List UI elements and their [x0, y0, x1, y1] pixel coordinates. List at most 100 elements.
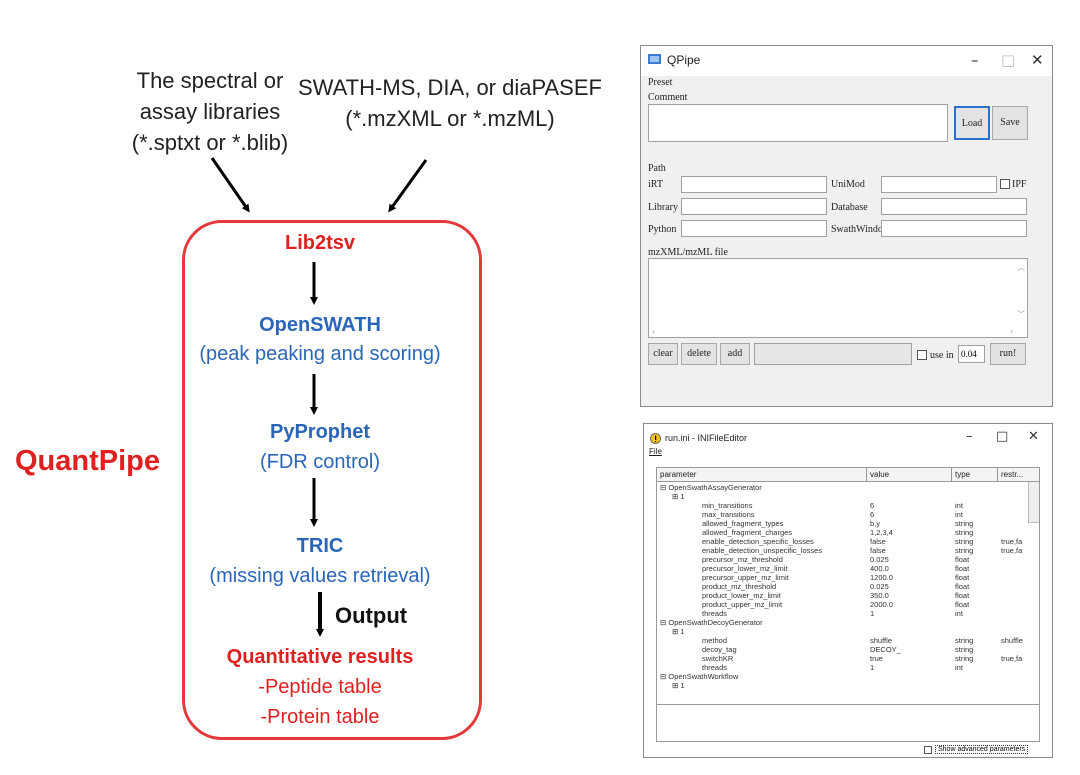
delete-button[interactable]: delete	[681, 343, 717, 365]
input-libraries-text: The spectral or assay libraries (*.sptxt…	[95, 65, 325, 158]
description-panel	[656, 704, 1040, 742]
pipeline-box	[182, 220, 482, 740]
header-type[interactable]: type	[955, 470, 971, 479]
use-in-checkbox[interactable]	[917, 350, 927, 360]
ini-title: run.ini - INIFileEditor	[665, 433, 748, 443]
scroll-right-icon[interactable]: ›	[1010, 326, 1013, 336]
tric-step: TRIC	[296, 535, 344, 557]
param-name: ⊟ OpenSwathWorkflow	[660, 672, 738, 681]
comment-textarea[interactable]	[648, 104, 948, 142]
swathwindow-input[interactable]	[881, 220, 1027, 237]
parameter-tree[interactable]: parameter value type restr... ⊟ OpenSwat…	[656, 467, 1040, 729]
param-type: string	[955, 519, 974, 528]
result-peptide: -Peptide table	[258, 676, 382, 698]
param-value: 350.0	[870, 591, 889, 600]
expand-icon[interactable]: ⊞	[672, 492, 681, 501]
clear-button[interactable]: clear	[648, 343, 678, 365]
header-restrictions[interactable]: restr...	[1001, 470, 1024, 479]
swathwindow-label: SwathWindow	[831, 224, 891, 235]
param-name: precursor_lower_mz_limit	[702, 564, 788, 573]
ini-minimize-button[interactable]: –	[966, 429, 973, 444]
file-menu[interactable]: File	[649, 447, 662, 456]
run-button[interactable]: run!	[990, 343, 1026, 365]
ini-close-button[interactable]: ✕	[1028, 429, 1039, 444]
mzml-file-list[interactable]: ︿ ﹀ ‹ ›	[648, 258, 1028, 338]
input-libraries-line-3: (*.sptxt or *.blib)	[131, 130, 289, 155]
ini-maximize-button[interactable]: □	[996, 429, 1009, 444]
arrow-data-in	[388, 159, 428, 213]
tree-row[interactable]: ⊞ 1	[657, 492, 1039, 501]
tree-row[interactable]: ⊟ OpenSwathDecoyGenerator	[657, 618, 1039, 627]
header-parameter[interactable]: parameter	[660, 470, 697, 479]
param-value: 400.0	[870, 564, 889, 573]
app-icon	[648, 54, 661, 64]
show-advanced-label: Show advanced parameters	[935, 745, 1029, 754]
scroll-up-icon[interactable]: ︿	[1017, 263, 1025, 272]
param-name: ⊟ OpenSwathDecoyGenerator	[660, 618, 763, 627]
param-name-text: 1	[680, 681, 685, 690]
scroll-left-icon[interactable]: ‹	[652, 326, 655, 336]
unimod-input[interactable]	[881, 176, 997, 193]
expand-icon[interactable]: ⊞	[672, 681, 681, 690]
scroll-down-icon[interactable]: ﹀	[1017, 310, 1025, 319]
show-advanced-checkbox[interactable]	[924, 746, 932, 754]
pyprophet-step: PyProphet	[269, 421, 371, 443]
param-name: precursor_upper_mz_limit	[702, 573, 789, 582]
qpipe-window: QPipe – □ ✕ Preset Comment Load Save Pat…	[640, 45, 1053, 407]
expand-icon[interactable]: ⊟	[660, 618, 669, 627]
database-input[interactable]	[881, 198, 1027, 215]
param-type: string	[955, 645, 974, 654]
tric-desc: (missing values retrieval)	[209, 565, 431, 587]
param-type: string	[955, 537, 974, 546]
param-type: string	[955, 636, 974, 645]
add-button[interactable]: add	[720, 343, 750, 365]
tree-row[interactable]: ⊞ 1	[657, 681, 1039, 690]
load-button[interactable]: Load	[954, 106, 990, 140]
save-button[interactable]: Save	[992, 106, 1028, 140]
irt-label: iRT	[648, 179, 663, 190]
minimize-button[interactable]: –	[971, 51, 979, 69]
ipf-label: IPF	[1012, 179, 1027, 190]
param-type: string	[955, 654, 974, 663]
tree-row[interactable]: ⊟ OpenSwathAssayGenerator	[657, 483, 1039, 492]
expand-icon[interactable]: ⊞	[672, 627, 681, 636]
close-button[interactable]: ✕	[1031, 51, 1044, 69]
header-value[interactable]: value	[870, 470, 890, 479]
param-name: product_mz_threshold	[702, 582, 777, 591]
param-name: ⊞ 1	[672, 627, 685, 636]
param-name-text: OpenSwathWorkflow	[668, 672, 739, 681]
preset-label: Preset	[648, 77, 673, 88]
use-in-spinbox[interactable]: 0.04	[958, 345, 985, 363]
param-restriction: true,fa	[1001, 654, 1023, 663]
expand-icon[interactable]: ⊟	[660, 483, 669, 492]
param-value: 6	[870, 510, 875, 519]
tree-row[interactable]: ⊟ OpenSwathWorkflow	[657, 672, 1039, 681]
irt-input[interactable]	[681, 176, 827, 193]
expand-icon[interactable]: ⊟	[660, 672, 669, 681]
library-input[interactable]	[681, 198, 827, 215]
input-libraries-line-2: assay libraries	[139, 99, 281, 124]
tree-row[interactable]: ⊞ 1	[657, 627, 1039, 636]
maximize-button[interactable]: □	[1001, 51, 1016, 69]
tree-scrollbar[interactable]	[1028, 482, 1039, 523]
python-input[interactable]	[681, 220, 827, 237]
ipf-checkbox[interactable]	[1000, 179, 1010, 189]
